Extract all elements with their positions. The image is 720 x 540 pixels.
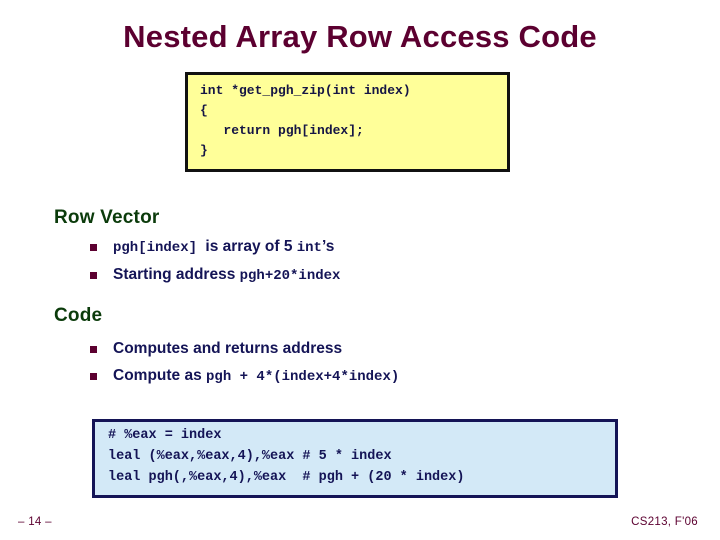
bullet-item: Computes and returns address [88,338,688,360]
bullet-text-run: Starting address [113,266,240,283]
bullet-code-run: pgh + 4*(index+4*index) [206,369,400,385]
bullet-text-run: is array of 5 [205,238,297,255]
bullet-code-run: int [296,240,322,256]
footer-page-number: – 14 – [18,516,52,528]
section-heading-code: Code [54,305,103,326]
assembly-code-box: # %eax = index leal (%eax,%eax,4),%eax #… [92,419,618,498]
footer-course-label: CS213, F'06 [631,516,698,528]
square-bullet-icon [90,373,97,380]
bullet-text-run: Compute as [113,367,207,384]
bullet-code-run: pgh+20*index [239,268,341,284]
square-bullet-icon [90,244,97,251]
bullet-code-run: pgh[index] [113,240,206,256]
bullet-item: Compute as pgh + 4*(index+4*index) [88,365,688,388]
c-code-box: int *get_pgh_zip(int index) { return pgh… [185,72,510,172]
c-code-text: int *get_pgh_zip(int index) { return pgh… [200,83,411,159]
square-bullet-icon [90,272,97,279]
section-heading-row-vector: Row Vector [54,207,160,228]
page-title: Nested Array Row Access Code [123,19,597,54]
bullet-item: pgh[index] is array of 5 int’s [88,236,688,259]
bullet-item: Starting address pgh+20*index [88,264,688,287]
assembly-code-text: # %eax = index leal (%eax,%eax,4),%eax #… [108,428,465,485]
square-bullet-icon [90,346,97,353]
bullet-text-run: Computes and returns address [113,340,343,357]
bullet-text-run: ’s [321,238,335,255]
